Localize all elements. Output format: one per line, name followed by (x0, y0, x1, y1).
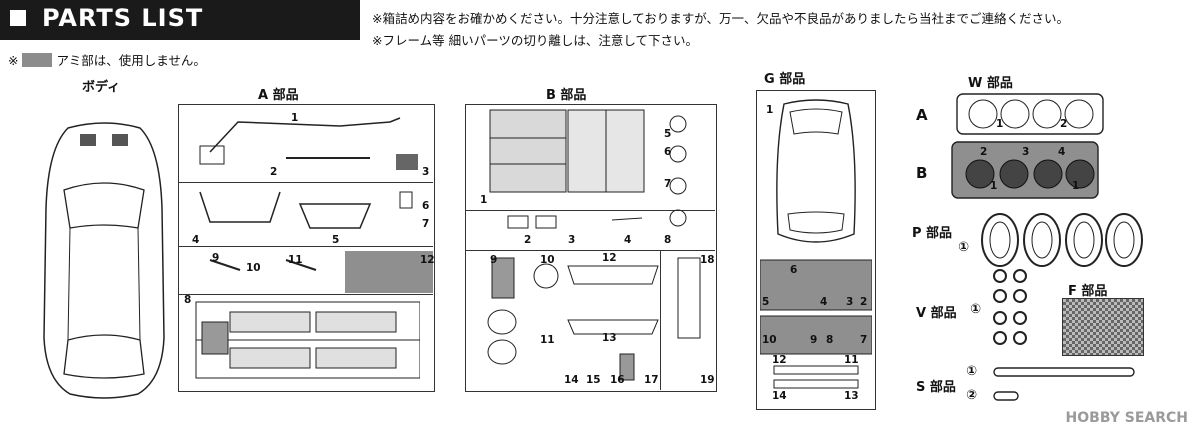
a-divider-2 (178, 246, 433, 248)
b-part-num-16: 16 (610, 374, 625, 386)
g-parts-runner (756, 90, 876, 410)
header-bar: PARTS LIST (0, 0, 360, 40)
b-part-num-18: 18 (700, 254, 715, 266)
a-part-num-8: 8 (184, 294, 192, 306)
b-part-num-3: 3 (568, 234, 576, 246)
g-part-num-7: 7 (860, 334, 868, 346)
a-part-num-10: 10 (246, 262, 261, 274)
g-part-num-11: 11 (844, 354, 859, 366)
g-part-num-14: 14 (772, 390, 787, 402)
w-row-b-drawing (951, 141, 1099, 199)
a-part-num-1: 1 (291, 112, 299, 124)
b-part-num-7: 7 (664, 178, 672, 190)
p-tires-drawing (981, 213, 1143, 267)
a-part-num-2: 2 (270, 166, 278, 178)
g-parts-drawing (760, 99, 872, 389)
a-part-num-3: 3 (422, 166, 430, 178)
b-part-num-5: 5 (664, 128, 672, 140)
w-a-part-num-1: 1 (996, 118, 1004, 130)
w-row-b-label: B (916, 164, 928, 182)
b-part-num-14: 14 (564, 374, 579, 386)
g-part-num-5: 5 (762, 296, 770, 308)
b-part-num-8: 8 (664, 234, 672, 246)
b-part-num-19: 19 (700, 374, 715, 386)
a-divider-1 (178, 182, 433, 184)
s-circle-2: ② (966, 388, 978, 403)
a-divider-3 (178, 294, 433, 296)
mesh-note-prefix: ※ (8, 53, 19, 68)
b-divider-1 (465, 210, 715, 212)
b-part-num-12: 12 (602, 252, 617, 264)
body-label: ボディ (82, 80, 121, 95)
w-a-part-num-2: 2 (1060, 118, 1068, 130)
g-part-num-2: 2 (860, 296, 868, 308)
w-b-part-num-1a: 1 (990, 180, 998, 192)
a-mesh-part-12 (345, 251, 433, 293)
b-part-num-9: 9 (490, 254, 498, 266)
s-parts-label: S 部品 (916, 380, 956, 395)
a-parts-drawing (195, 117, 420, 379)
f-parts-label: F 部品 (1068, 284, 1108, 299)
s-circle-1: ① (966, 364, 978, 379)
b-part-num-6: 6 (664, 146, 672, 158)
w-row-a-label: A (916, 106, 928, 124)
g-part-num-1: 1 (766, 104, 774, 116)
b-parts-label: B 部品 (546, 88, 587, 103)
v-parts-label: V 部品 (916, 306, 957, 321)
w-parts-label: W 部品 (968, 76, 1013, 91)
a-parts-label: A 部品 (258, 88, 299, 103)
b-part-num-17: 17 (644, 374, 659, 386)
w-b-part-num-4: 4 (1058, 146, 1066, 158)
b-divider-2 (465, 250, 715, 252)
a-part-num-7: 7 (422, 218, 430, 230)
mesh-note-text: アミ部は、使用しません。 (56, 53, 206, 68)
a-part-num-9: 9 (212, 252, 220, 264)
w-b-part-num-2: 2 (980, 146, 988, 158)
b-part-num-13: 13 (602, 332, 617, 344)
g-parts-label: G 部品 (764, 72, 806, 87)
b-part-num-1: 1 (480, 194, 488, 206)
w-b-part-num-3: 3 (1022, 146, 1030, 158)
p-circle-1: ① (958, 240, 970, 255)
b-parts-runner (465, 104, 717, 392)
note-line-1: ※箱詰め内容をお確かめください。十分注意しておりますが、万一、欠品や不良品があり… (372, 11, 1069, 26)
g-part-num-13: 13 (844, 390, 859, 402)
g-part-num-3: 3 (846, 296, 854, 308)
a-part-num-12: 12 (420, 254, 435, 266)
a-part-num-4: 4 (192, 234, 200, 246)
p-parts-label: P 部品 (912, 226, 953, 241)
w-row-a-drawing (956, 93, 1104, 135)
v-circle-1: ① (970, 302, 982, 317)
b-divider-3 (660, 250, 662, 390)
b-part-num-10: 10 (540, 254, 555, 266)
a-parts-runner (178, 104, 435, 392)
car-body-drawing (43, 122, 165, 399)
watermark: HOBBY SEARCH (1065, 410, 1188, 426)
b-part-num-15: 15 (586, 374, 601, 386)
b-parts-drawing (487, 109, 701, 381)
g-part-num-8: 8 (826, 334, 834, 346)
b-part-num-11: 11 (540, 334, 555, 346)
g-part-num-4: 4 (820, 296, 828, 308)
b-part-num-2: 2 (524, 234, 532, 246)
w-b-part-num-1b: 1 (1072, 180, 1080, 192)
a-part-num-6: 6 (422, 200, 430, 212)
s-parts-drawing (993, 367, 1135, 401)
v-parts-drawing (993, 269, 1027, 345)
mesh-swatch-icon (22, 53, 53, 67)
a-part-num-5: 5 (332, 234, 340, 246)
g-part-num-6: 6 (790, 264, 798, 276)
g-part-num-10: 10 (762, 334, 777, 346)
g-part-num-12: 12 (772, 354, 787, 366)
mesh-note: ※ アミ部は、使用しません。 (8, 50, 206, 69)
note-line-2: ※フレーム等 細いパーツの切り離しは、注意して下さい。 (372, 33, 698, 48)
b-part-num-4: 4 (624, 234, 632, 246)
g-part-num-9: 9 (810, 334, 818, 346)
header-square-icon (10, 10, 26, 26)
f-mesh-part (1062, 298, 1144, 356)
a-part-num-11: 11 (288, 254, 303, 266)
page-title: PARTS LIST (42, 4, 204, 32)
